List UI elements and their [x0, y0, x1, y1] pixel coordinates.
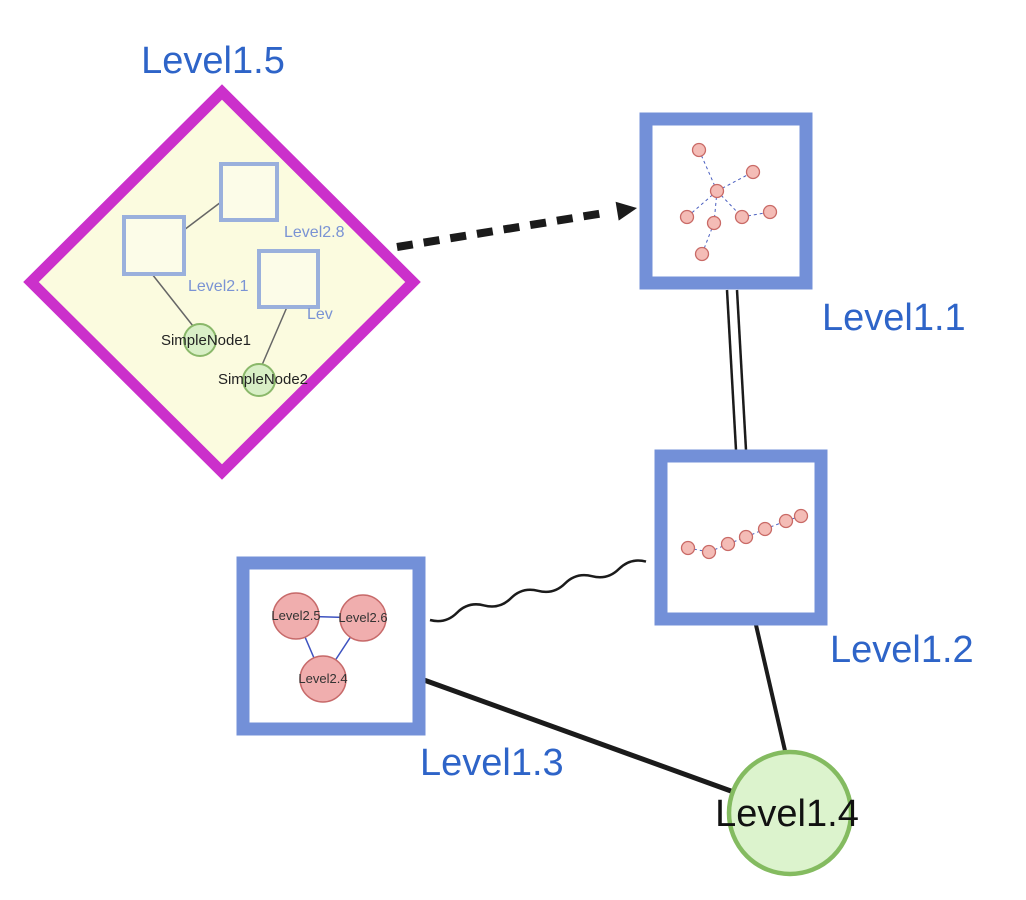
inner-edge-level2_1-level2_8[interactable]: [183, 201, 222, 231]
node-level1-3[interactable]: Level2.5 Level2.6 Level2.4 Level1.3: [236, 556, 564, 784]
mini-node[interactable]: [793, 508, 809, 524]
diamond-shape[interactable]: [23, 84, 421, 480]
inner-node-level2-4[interactable]: [299, 655, 347, 703]
inner-label-simplenode2: SimpleNode2: [218, 371, 308, 388]
double-line-1[interactable]: [725, 289, 738, 451]
mini-node[interactable]: [762, 204, 778, 220]
edge-level1_1-to-level1_2[interactable]: [725, 289, 748, 451]
double-line-2[interactable]: [735, 289, 748, 451]
mini-graph-level1-1: [679, 142, 778, 262]
inner-label-simplenode1: SimpleNode1: [161, 332, 251, 349]
mini-node[interactable]: [691, 142, 707, 158]
inner-node-level2-1[interactable]: [122, 215, 186, 276]
inner-node-level2-8[interactable]: [219, 162, 279, 222]
mini-node[interactable]: [694, 246, 710, 262]
edge-level1_5-to-level1_1[interactable]: [396, 201, 637, 251]
node-label-level1-2: Level1.2: [830, 629, 974, 671]
group-box-level1-1[interactable]: [639, 112, 813, 290]
inner-label-level2-x: Lev: [307, 306, 333, 323]
edge-level1_3-to-level1_4[interactable]: [423, 677, 743, 798]
inner-node-level2-5[interactable]: [272, 592, 320, 640]
mini-node[interactable]: [680, 540, 696, 556]
mini-edge: [698, 149, 718, 192]
mini-node[interactable]: [679, 209, 695, 225]
mini-edge: [741, 211, 771, 218]
mini-node[interactable]: [738, 529, 754, 545]
inner-edge-level2_x-simplenode2[interactable]: [261, 306, 288, 366]
node-label-level1-1: Level1.1: [822, 297, 966, 339]
mini-node[interactable]: [706, 215, 722, 231]
inner-label-level2-6: Level2.6: [338, 610, 387, 625]
inner-label-level2-1: Level2.1: [188, 278, 249, 295]
edge-level1_3-to-level1_2[interactable]: [429, 559, 647, 623]
mini-node[interactable]: [734, 209, 750, 225]
mini-node[interactable]: [701, 544, 717, 560]
circle-level1-4[interactable]: [726, 749, 854, 877]
mini-node[interactable]: [757, 521, 773, 537]
arrowhead-icon: [615, 201, 637, 221]
mini-node[interactable]: [720, 536, 736, 552]
node-level1-2[interactable]: Level1.2: [654, 449, 974, 671]
node-label-level1-5: Level1.5: [141, 40, 285, 82]
inner-label-level2-4: Level2.4: [298, 671, 347, 686]
dashed-arrow-line[interactable]: [396, 208, 611, 251]
inner-edge-level2_1-simplenode1[interactable]: [151, 273, 194, 327]
inner-node-simplenode1[interactable]: [183, 323, 217, 357]
mini-graph-level1-3: Level2.5 Level2.6 Level2.4: [271, 592, 388, 703]
mini-node[interactable]: [745, 164, 761, 180]
mini-node[interactable]: [778, 513, 794, 529]
node-label-level1-4: Level1.4: [715, 793, 859, 835]
edge-level1_2-to-level1_4[interactable]: [754, 624, 788, 756]
inner-node-level2-6[interactable]: [339, 594, 387, 642]
node-level1-4[interactable]: Level1.4: [715, 749, 859, 877]
node-level1-5[interactable]: Level1.5 Level2.8 Level2.1 Lev SimpleNod…: [23, 40, 421, 480]
group-box-level1-3[interactable]: [236, 556, 426, 736]
mini-graph-level1-2: [680, 508, 809, 560]
node-label-level1-3: Level1.3: [420, 742, 564, 784]
inner-node-level2-x[interactable]: [257, 249, 320, 309]
inner-label-level2-5: Level2.5: [271, 608, 320, 623]
mini-node[interactable]: [709, 183, 725, 199]
inner-label-level2-8: Level2.8: [284, 224, 345, 241]
inner-node-simplenode2[interactable]: [242, 363, 276, 397]
node-level1-1[interactable]: Level1.1: [639, 112, 966, 339]
